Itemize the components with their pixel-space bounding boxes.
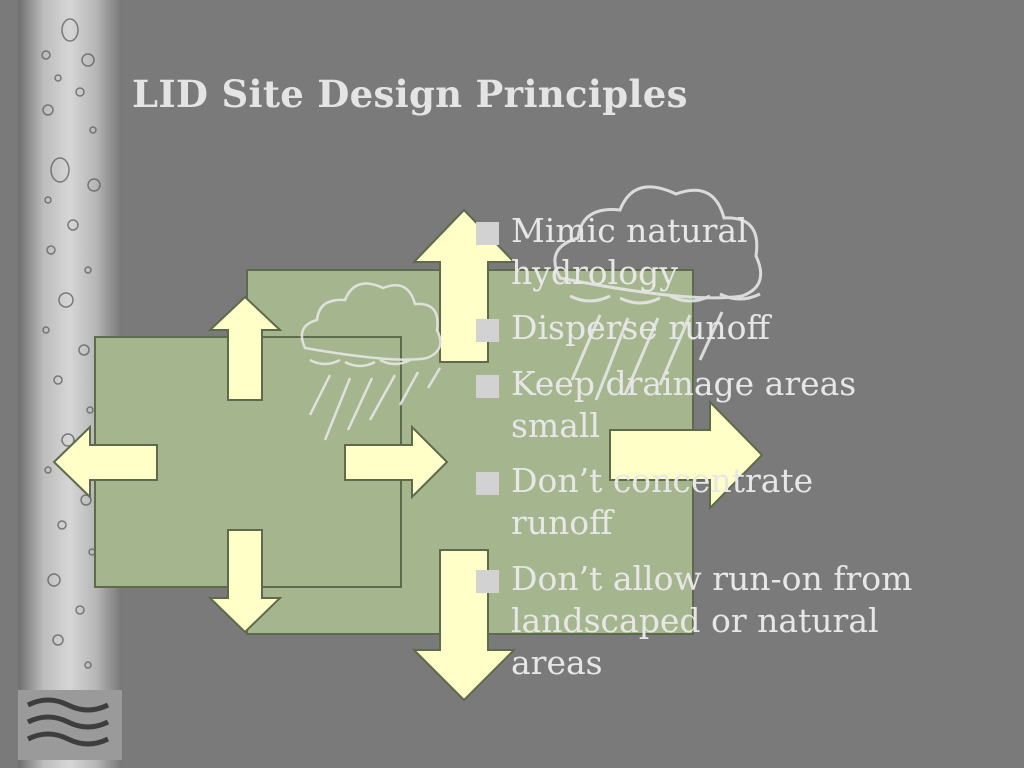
wave-logo-icon xyxy=(18,690,122,760)
bullet-disperse-runoff: Disperse runoff xyxy=(476,307,916,349)
principles-list: Mimic natural hydrology Disperse runoff … xyxy=(476,210,916,697)
water-droplets-icon xyxy=(18,18,122,760)
runoff-arrow-left-small xyxy=(52,424,158,500)
rain-cloud-icon xyxy=(300,282,442,441)
bullet-mimic-hydrology: Mimic natural hydrology xyxy=(476,210,916,294)
runoff-arrow-right-large xyxy=(609,399,764,511)
slide-title: LID Site Design Principles xyxy=(132,72,688,116)
runoff-arrow-up-small xyxy=(207,295,283,401)
runoff-arrow-right-small xyxy=(344,424,449,500)
bullet-no-run-on: Don’t allow run-on from landscaped or na… xyxy=(476,558,916,685)
rain-cloud-icon-large xyxy=(553,185,763,401)
bullet-small-drainage: Keep drainage areas small xyxy=(476,363,916,447)
bullet-dont-concentrate: Don’t concentrate runoff xyxy=(476,460,916,544)
runoff-arrow-down-small xyxy=(207,529,283,634)
runoff-arrow-down-large xyxy=(411,549,517,702)
